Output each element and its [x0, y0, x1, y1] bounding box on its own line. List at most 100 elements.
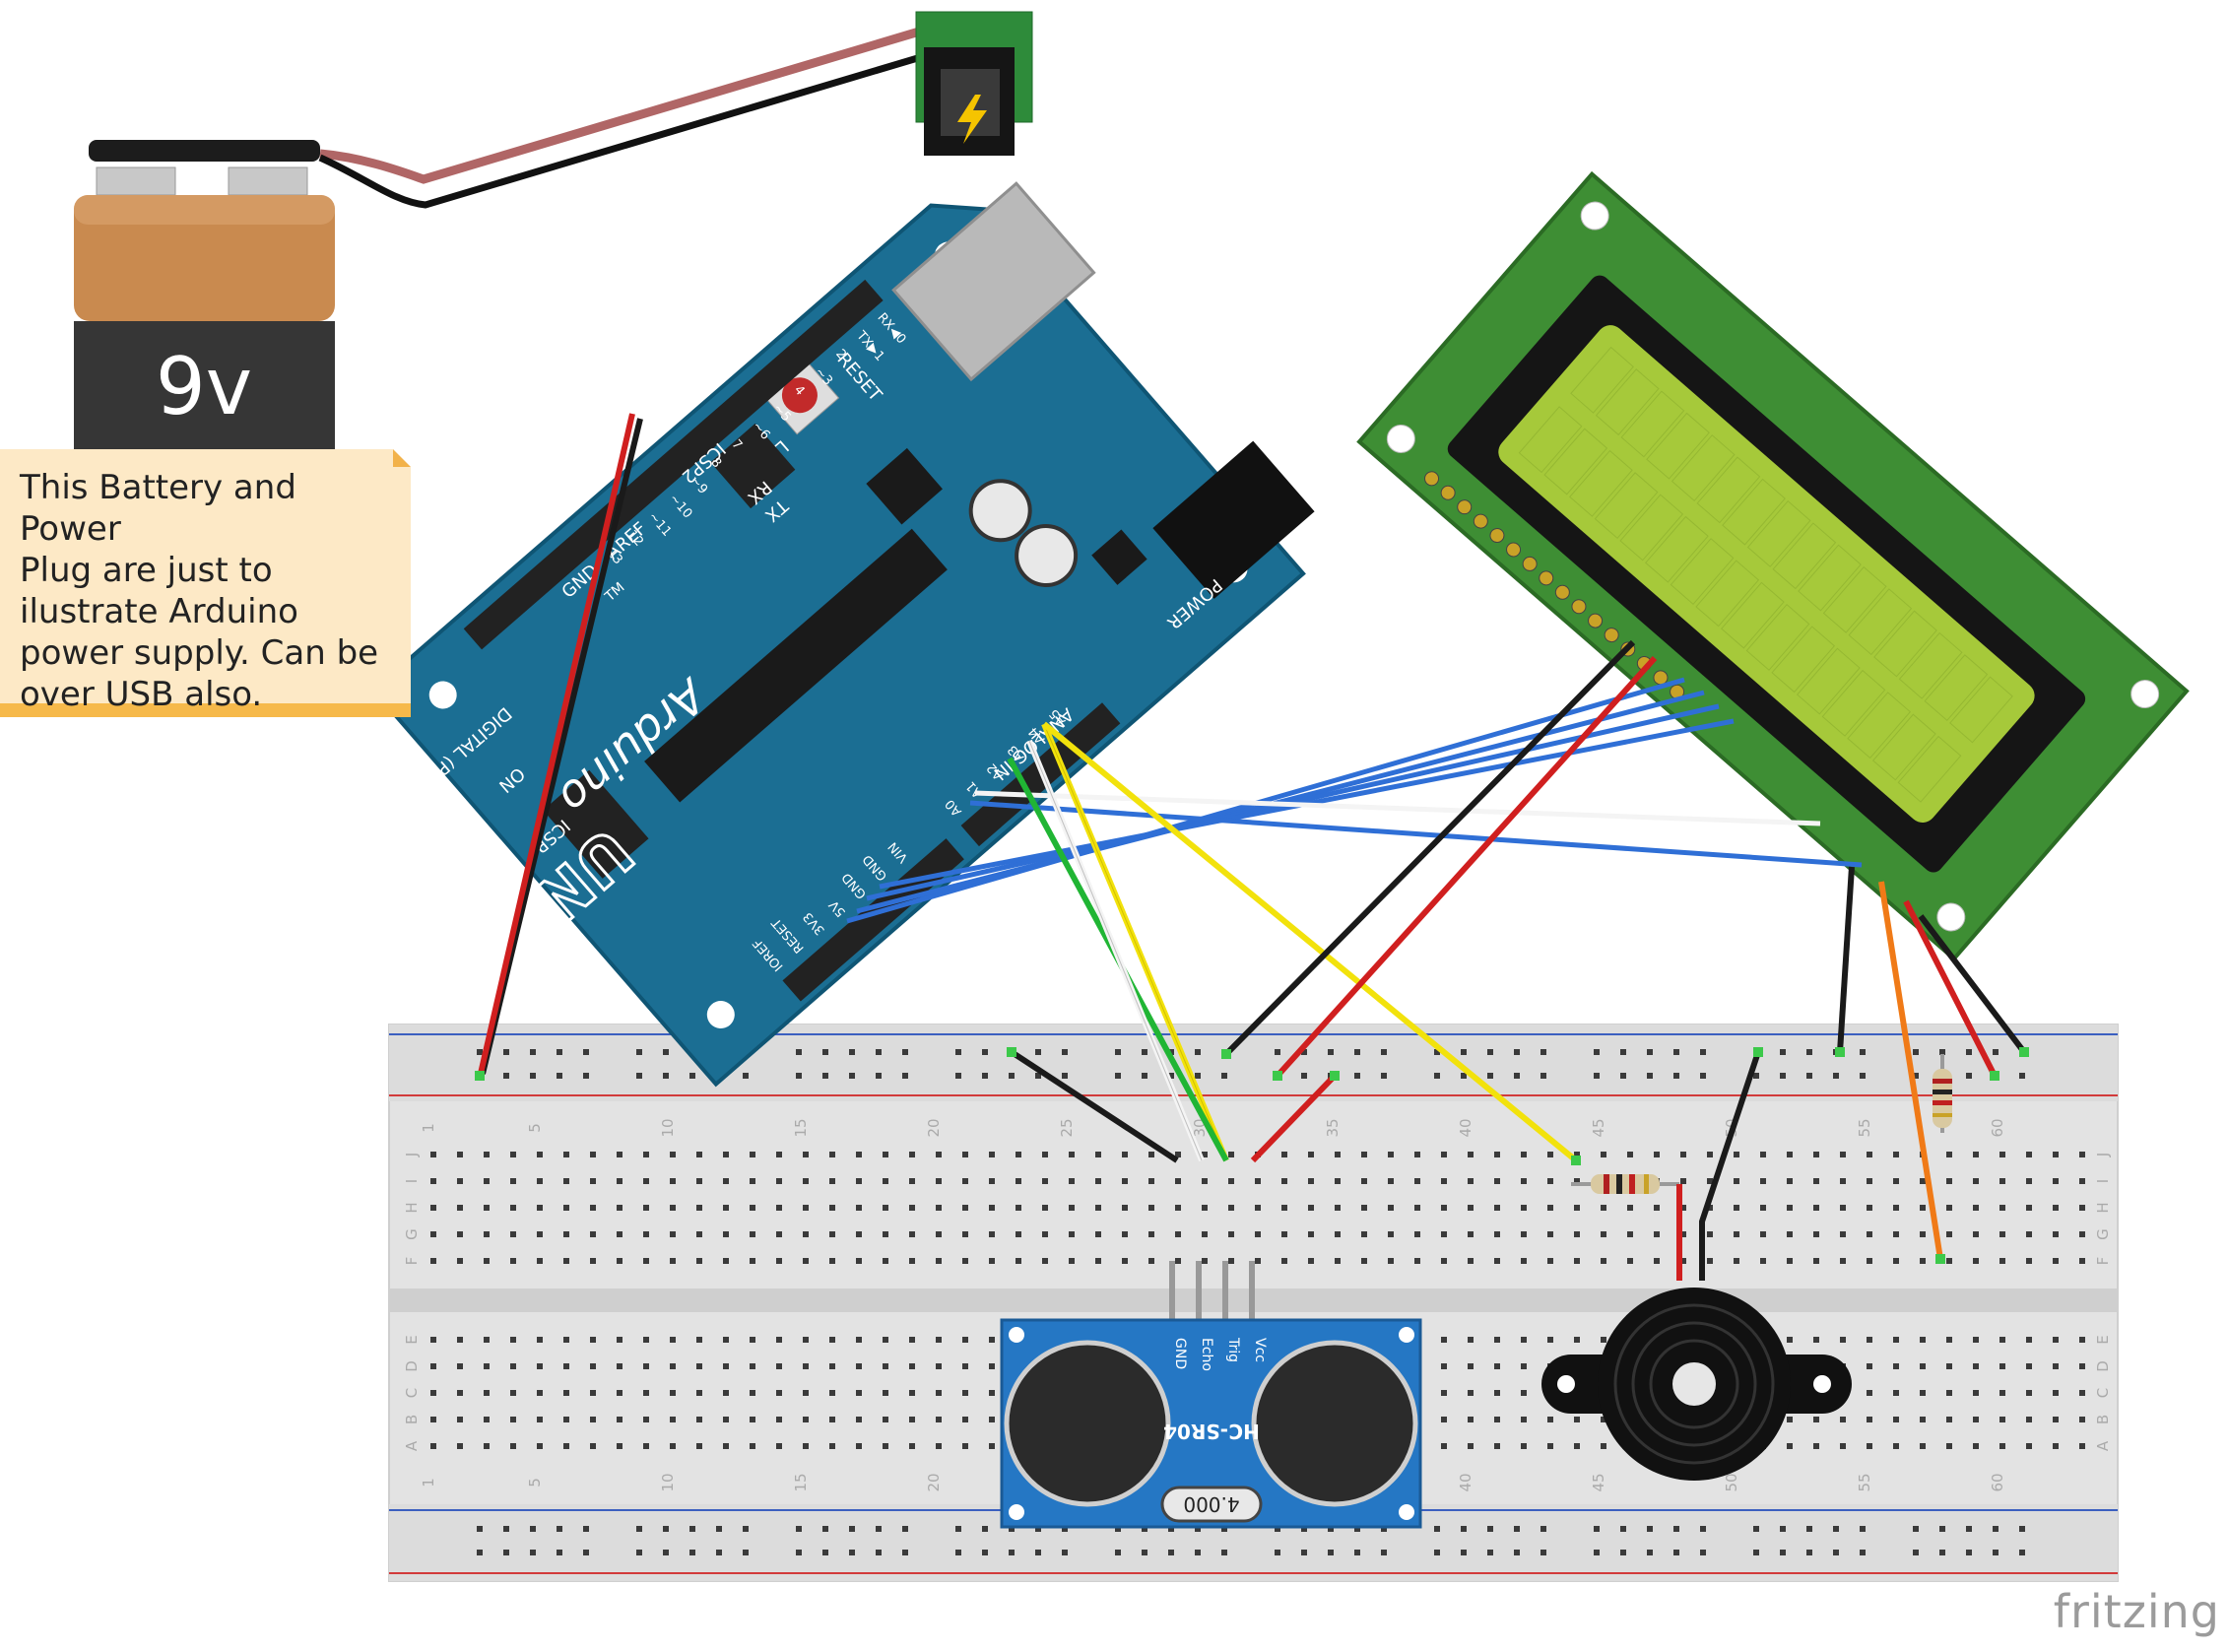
atmega-chip [644, 528, 948, 803]
wire-arduino-gnd [480, 418, 643, 1075]
breadboard-hole [962, 1205, 968, 1211]
breadboard-hole [909, 1205, 915, 1211]
breadboard-hole [484, 1363, 490, 1369]
breadboard-hole [1148, 1258, 1154, 1264]
breadboard-hole [643, 1205, 649, 1211]
breadboard-hole [936, 1443, 942, 1449]
breadboard-hole [1707, 1178, 1713, 1184]
rail-hole [1142, 1049, 1147, 1055]
rail-hole [1195, 1073, 1201, 1079]
breadboard-hole [1840, 1231, 1846, 1237]
breadboard-hole [750, 1231, 755, 1237]
rail-hole [2019, 1526, 2025, 1532]
breadboard-hole [1920, 1443, 1926, 1449]
breadboard-hole [1867, 1178, 1872, 1184]
breadboard-hole [829, 1178, 835, 1184]
breadboard-hole [750, 1363, 755, 1369]
row-letter: B [2094, 1415, 2112, 1424]
lcd-pin [1554, 584, 1570, 600]
connected-hole [1330, 1071, 1340, 1081]
note-line: ilustrate Arduino [20, 592, 298, 631]
breadboard-hole [1601, 1258, 1606, 1264]
lcd-pin [1653, 670, 1669, 686]
rail-hole [1221, 1550, 1227, 1555]
breadboard-hole [723, 1258, 729, 1264]
row-letter: C [2094, 1388, 2112, 1398]
breadboard-hole [1867, 1258, 1872, 1264]
wire-lcd-backlight-plus [1903, 899, 1998, 1078]
breadboard-hole [617, 1417, 623, 1422]
breadboard-hole [430, 1152, 436, 1157]
breadboard-hole [1840, 1178, 1846, 1184]
column-number: 55 [1856, 1473, 1873, 1491]
rail-hole [1700, 1550, 1706, 1555]
breadboard-hole [510, 1417, 516, 1422]
sensor-pin-label: GND [1172, 1338, 1188, 1369]
breadboard-hole [1734, 1258, 1739, 1264]
rail-hole [1301, 1526, 1307, 1532]
power-bolt-icon [957, 95, 987, 144]
rail-hole [1753, 1550, 1759, 1555]
breadboard-hole [1468, 1363, 1474, 1369]
breadboard-hole [1840, 1152, 1846, 1157]
breadboard-hole [829, 1152, 835, 1157]
rail-hole [1594, 1073, 1600, 1079]
breadboard-hole [510, 1363, 516, 1369]
breadboard-hole [883, 1337, 888, 1343]
wire-sensor-vcc [1250, 1073, 1338, 1163]
rail-hole [636, 1526, 642, 1532]
breadboard-hole [856, 1205, 862, 1211]
rail-hole [1381, 1049, 1387, 1055]
lcd-pin [1424, 471, 1440, 487]
breadboard-hole [803, 1337, 809, 1343]
rail-hole [1434, 1049, 1440, 1055]
breadboard-hole [510, 1390, 516, 1396]
breadboard-hole [1281, 1152, 1287, 1157]
breadboard-hole [989, 1363, 995, 1369]
breadboard-hole [1441, 1178, 1447, 1184]
rail-hole [636, 1550, 642, 1555]
breadboard-hole [563, 1205, 569, 1211]
lcd-character-cell [1822, 565, 1887, 633]
breadboard-hole [1521, 1390, 1527, 1396]
rail-hole [1381, 1550, 1387, 1555]
rail-hole [1913, 1550, 1919, 1555]
breadboard-hole [457, 1363, 463, 1369]
breadboard-hole [1361, 1205, 1367, 1211]
breadboard-hole [1654, 1231, 1660, 1237]
breadboard-hole [1388, 1152, 1394, 1157]
breadboard-hole [696, 1337, 702, 1343]
rail-hole [1540, 1073, 1546, 1079]
rail-hole [822, 1550, 828, 1555]
breadboard-hole [1308, 1205, 1314, 1211]
breadboard-hole [989, 1258, 995, 1264]
breadboard-hole [829, 1337, 835, 1343]
breadboard-hole [856, 1417, 862, 1422]
breadboard-hole [1148, 1152, 1154, 1157]
breadboard-hole [617, 1178, 623, 1184]
rail-hole [955, 1526, 961, 1532]
rail-hole [663, 1073, 669, 1079]
breadboard-hole [563, 1178, 569, 1184]
breadboard-hole [2053, 1205, 2059, 1211]
breadboard-hole [856, 1390, 862, 1396]
breadboard-hole [1760, 1205, 1766, 1211]
rail-hole [1168, 1550, 1174, 1555]
breadboard-hole [936, 1390, 942, 1396]
connected-hole [1835, 1047, 1845, 1057]
breadboard-hole [1255, 1205, 1261, 1211]
lcd-character-cell [1871, 713, 1936, 781]
breadboard-hole [1654, 1152, 1660, 1157]
rail-hole [1487, 1526, 1493, 1532]
lcd-character-cell [1848, 588, 1913, 656]
row-letter: H [2094, 1202, 2112, 1213]
rail-hole [1487, 1550, 1493, 1555]
breadboard-hole [670, 1390, 676, 1396]
breadboard-hole [1494, 1258, 1500, 1264]
connected-hole [1273, 1071, 1282, 1081]
breadboard-hole [1601, 1205, 1606, 1211]
rail-hole [1540, 1550, 1546, 1555]
rail-hole [1195, 1526, 1201, 1532]
breadboard-hole [2053, 1363, 2059, 1369]
